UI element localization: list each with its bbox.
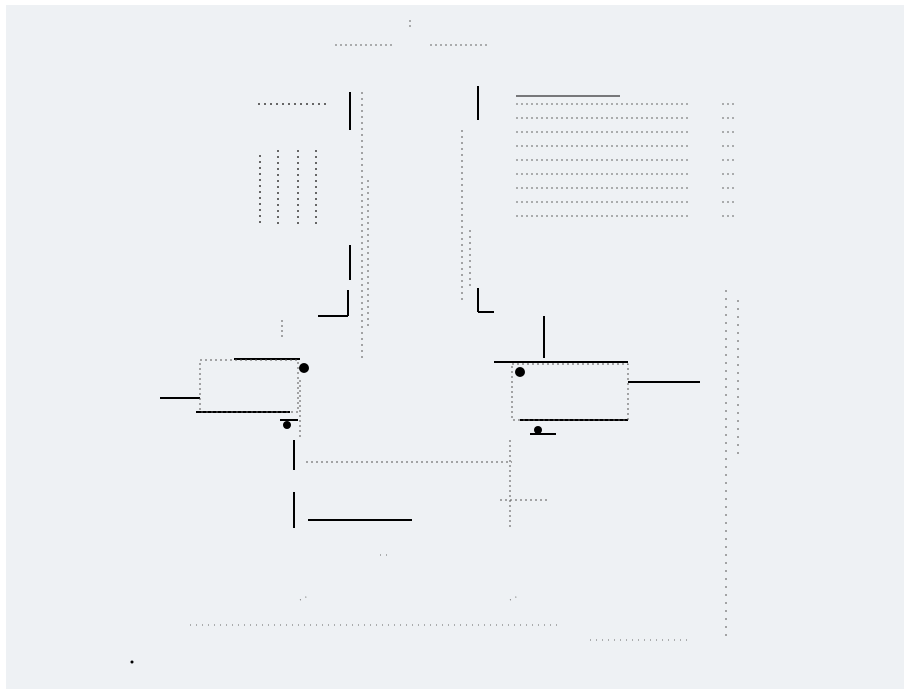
header-marks	[335, 20, 490, 46]
valve-symbol	[534, 426, 542, 434]
left-tag-block	[258, 103, 330, 225]
left-pump-dashed	[199, 320, 512, 463]
pump-symbol	[299, 363, 309, 373]
left-riser-dashed	[361, 92, 369, 360]
pump-symbol	[515, 367, 525, 377]
right-pump-dashed	[500, 363, 629, 530]
right-riser	[477, 86, 545, 358]
lower-marks	[190, 554, 690, 641]
right-riser-dashed	[461, 130, 471, 300]
legend	[516, 95, 736, 217]
valve-symbol	[283, 421, 291, 429]
left-riser	[318, 92, 351, 317]
dot-marker	[130, 660, 134, 664]
right-edge-marks	[725, 290, 739, 640]
drawing-sheet	[6, 5, 904, 689]
left-pump-assembly	[160, 358, 412, 528]
